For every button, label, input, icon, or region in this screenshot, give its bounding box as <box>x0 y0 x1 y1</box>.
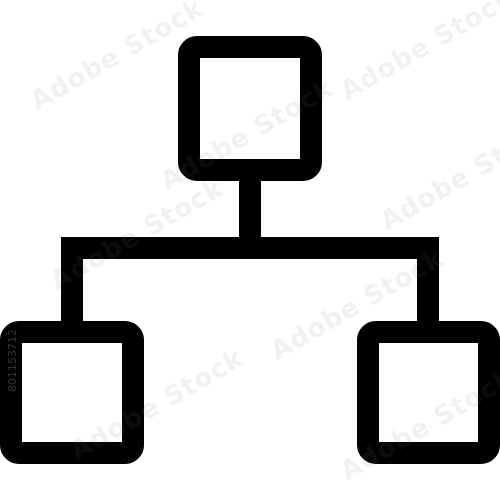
bottom-right-node-box <box>357 321 500 464</box>
stock-id-text: 801153712 <box>6 329 19 392</box>
top-node-box <box>178 36 322 181</box>
bottom-left-node-box <box>0 321 144 464</box>
